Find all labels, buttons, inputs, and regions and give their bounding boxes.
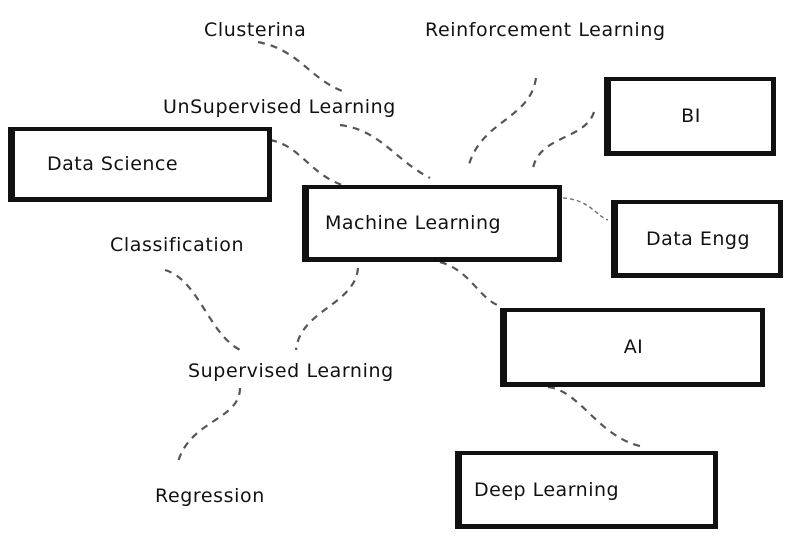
connector-datascience-ml	[269, 138, 346, 188]
box-machine-learning[interactable]: Machine Learning	[302, 185, 562, 262]
label-supervised-learning: Supervised Learning	[188, 360, 394, 382]
box-ai-label: AI	[623, 336, 644, 358]
connector-classification-supervised	[164, 268, 246, 354]
connector-ai-deeplearning	[547, 385, 646, 449]
connector-ml-dataengg	[562, 197, 609, 221]
box-bi[interactable]: BI	[604, 77, 776, 156]
connector-supervised-regression	[176, 387, 242, 463]
box-data-science[interactable]: Data Science	[8, 127, 272, 202]
box-data-science-label: Data Science	[47, 153, 179, 175]
box-data-engg-label: Data Engg	[645, 227, 751, 250]
label-unsupervised-learning: UnSupervised Learning	[163, 96, 396, 118]
connector-unsupervised-ml	[339, 123, 431, 179]
connector-ml-ai	[439, 260, 501, 308]
label-clustering: Clusterina	[204, 19, 307, 41]
box-ai[interactable]: AI	[500, 308, 765, 387]
box-bi-label: BI	[681, 105, 701, 127]
connector-reinforcement-ml	[466, 77, 538, 169]
box-data-engg[interactable]: Data Engg	[611, 200, 783, 278]
box-deep-learning-label: Deep Learning	[474, 478, 620, 501]
box-machine-learning-label: Machine Learning	[325, 212, 502, 234]
connector-clustering-unsupervised	[257, 40, 346, 94]
label-reinforcement-learning: Reinforcement Learning	[425, 19, 666, 41]
label-regression: Regression	[155, 485, 265, 507]
label-classification: Classification	[110, 234, 245, 256]
box-deep-learning[interactable]: Deep Learning	[455, 451, 718, 529]
connector-bi-ml	[531, 111, 596, 169]
connector-ml-supervised	[294, 267, 360, 351]
